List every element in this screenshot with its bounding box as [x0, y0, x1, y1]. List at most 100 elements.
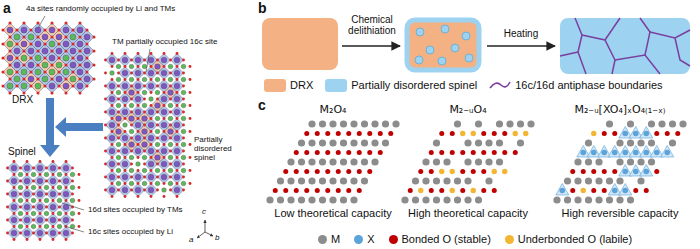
oxygen-atom: [58, 193, 61, 196]
octahedron: [132, 184, 145, 197]
cation-atom: [35, 55, 41, 61]
formula-title: M₂₋ᵤO₄: [449, 104, 486, 116]
legend-item: Bonded O (stable): [389, 233, 491, 245]
oxygen-atom: [150, 169, 153, 172]
octahedron: [21, 175, 34, 188]
formula-title: M₂O₄: [320, 104, 347, 116]
cation-atom: [122, 135, 128, 141]
cation-atom: [129, 90, 135, 96]
cation-atom: [155, 155, 161, 161]
cation-atom: [18, 224, 23, 229]
cation-atom: [110, 71, 115, 76]
cation-atom: [24, 191, 30, 197]
lattice-atom: [418, 188, 423, 193]
oxygen-atom: [124, 169, 127, 172]
oxygen-atom: [182, 72, 185, 75]
oxygen-atom: [189, 104, 192, 107]
cation-atom: [109, 83, 115, 89]
lattice-atom: [460, 131, 465, 136]
oxygen-atom: [169, 111, 172, 114]
oxygen-atom: [169, 163, 172, 166]
lattice-atom: [585, 158, 592, 165]
structure-name: DRX: [12, 94, 33, 105]
lattice-atom: [559, 188, 565, 194]
lattice-atom: [273, 188, 278, 193]
cation-atom: [168, 103, 173, 108]
cation-atom: [122, 70, 128, 76]
cation-atom: [181, 116, 186, 121]
lattice-atom: [294, 150, 299, 155]
lattice-atom: [298, 139, 305, 146]
oxygen-atom: [111, 91, 114, 94]
cation-atom: [122, 174, 128, 180]
xo4-tetrahedron: [619, 165, 632, 177]
cation-atom: [35, 83, 41, 89]
oxygen-atom: [26, 186, 29, 189]
oxygen-atom: [111, 143, 114, 146]
lattice-atom: [612, 169, 617, 174]
cation-atom: [136, 162, 141, 167]
cation-atom: [31, 172, 36, 177]
cation-atom: [122, 109, 128, 115]
oxygen-atom: [150, 182, 153, 185]
cation-atom: [63, 41, 69, 47]
cation-atom: [44, 224, 49, 229]
lattice-atom: [412, 196, 419, 203]
oxygen-atom: [111, 78, 114, 81]
oxygen-atom: [163, 195, 166, 198]
lattice-atom: [633, 131, 639, 137]
lattice-atom: [616, 177, 623, 184]
octahedron: [119, 67, 132, 80]
cation-atom: [56, 48, 62, 54]
lattice-atom: [581, 169, 586, 174]
oxygen-atom: [22, 21, 25, 24]
lattice-atom: [266, 196, 273, 203]
cation-atom: [37, 165, 43, 171]
oxygen-atom: [92, 63, 95, 66]
oxygen-atom: [64, 91, 67, 94]
octahedron: [8, 175, 21, 188]
cation-atom: [84, 48, 90, 54]
cation-atom: [24, 178, 30, 184]
cation-atom: [168, 155, 173, 160]
lattice-atom: [644, 188, 649, 193]
cation-atom: [70, 185, 75, 190]
oxygen-atom: [50, 49, 53, 52]
xo4-tetrahedron: [577, 146, 590, 158]
lattice-atom: [517, 120, 524, 127]
oxygen-atom: [176, 52, 179, 55]
axis-line: [205, 232, 213, 236]
oxygen-atom: [176, 65, 179, 68]
oxygen-atom: [117, 111, 120, 114]
lattice-atom: [553, 196, 560, 203]
cation-atom: [122, 187, 128, 193]
xo4-tetrahedron: [619, 127, 632, 139]
cation-atom: [116, 116, 122, 122]
lattice-atom: [357, 188, 362, 193]
oxygen-atom: [6, 180, 9, 183]
site-note: 4a sites randomly occupied by Li and TMs: [26, 5, 175, 14]
lattice-atom: [283, 188, 288, 193]
cation-atom: [148, 161, 154, 167]
oxygen-atom: [137, 91, 140, 94]
lattice-atom: [308, 177, 315, 184]
cation-atom: [24, 204, 30, 210]
oxygen-atom: [163, 156, 166, 159]
boundary-line-sample: [489, 79, 511, 91]
cation-atom: [161, 135, 167, 141]
lattice-atom: [450, 131, 455, 136]
leader-line: [146, 49, 150, 72]
xo4-tetrahedron: [619, 146, 632, 158]
cation-atom: [77, 83, 83, 89]
legend-dot: [318, 235, 327, 244]
cation-atom: [116, 77, 121, 82]
lattice-atom: [496, 120, 503, 127]
cation-atom: [168, 90, 174, 96]
oxygen-atom: [71, 167, 74, 170]
lattice-atom: [633, 188, 638, 193]
cation-atom: [161, 161, 167, 167]
lattice-atom: [481, 131, 486, 136]
oxygen-atom: [71, 56, 74, 59]
process-label: Chemical delithiation: [340, 14, 404, 36]
lattice-atom: [574, 196, 581, 203]
